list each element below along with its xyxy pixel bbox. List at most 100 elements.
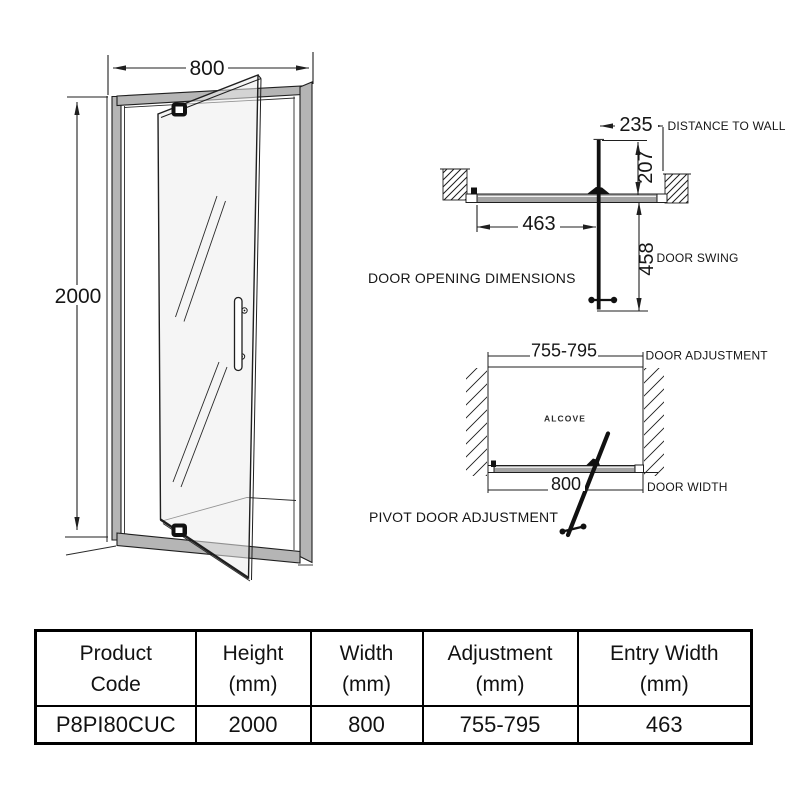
wall-top-lines (440, 168, 691, 175)
door-opening-diagram: 235 DISTANCE TO WALL 207 458 DOOR SWING (368, 114, 786, 312)
plan-track-bar (465, 187, 668, 203)
adjustment-dimension: 755-795 DOOR ADJUSTMENT (488, 341, 768, 363)
header-line1: Product (79, 641, 152, 665)
header-adjustment: Adjustment (mm) (421, 629, 579, 707)
width-extension-lines (107, 52, 314, 95)
adjustment-value: 755-795 (531, 341, 597, 361)
header-line2: (mm) (475, 672, 525, 696)
spec-table: Product Code Height (mm) Width (mm) Adju… (34, 629, 753, 745)
header-entry-width: Entry Width (mm) (576, 629, 753, 707)
alcove-outline (487, 352, 658, 493)
swinging-door-handle (562, 525, 584, 533)
distance-arrow-left (600, 123, 613, 129)
adjustment-text-mask (530, 343, 598, 357)
spec-table-header-row: Product Code Height (mm) Width (mm) Adju… (34, 629, 753, 707)
door-adjustment-label: DOOR ADJUSTMENT (646, 349, 769, 363)
elevation-height-dimension: 2000 (55, 96, 108, 538)
depth-value: 207 (635, 150, 657, 183)
entry-arrow-left (477, 224, 490, 230)
cell-adjustment: 755-795 (421, 705, 579, 745)
distance-to-wall-dimension: 235 DISTANCE TO WALL (600, 114, 786, 171)
spec-table-data-row: P8PI80CUC 2000 800 755-795 463 (34, 705, 753, 745)
swing-value: 458 (636, 242, 658, 275)
distance-text-mask (615, 116, 658, 132)
cell-entry-width: 463 (576, 705, 753, 745)
distance-to-wall-value: 235 (619, 114, 652, 136)
entry-arrow-right (583, 224, 596, 230)
header-line1: Entry Width (609, 641, 719, 665)
frame-right-jamb (299, 81, 313, 564)
header-height: Height (mm) (194, 629, 312, 707)
right-wall-hatch (664, 173, 689, 204)
track-bar (476, 193, 658, 203)
swinging-handle-knob-right (580, 523, 587, 530)
alcove-track-left-pin (491, 460, 496, 467)
door-width-value: 800 (551, 474, 581, 494)
door-opening-title: DOOR OPENING DIMENSIONS (368, 270, 576, 286)
glass-reflection-lower (172, 361, 228, 488)
track-right-cap (656, 193, 668, 203)
header-line1: Adjustment (447, 641, 553, 665)
depth-arrow-top (635, 142, 641, 155)
door-width-dimension: 800 DOOR WIDTH (488, 474, 728, 494)
left-wall-hatch (442, 168, 468, 201)
header-line1: Width (339, 641, 394, 665)
swinging-door (559, 431, 611, 538)
elevation-height-value: 2000 (55, 285, 102, 308)
top-pivot-hinge-center (175, 106, 183, 113)
entry-dimension-463: 463 (476, 205, 596, 235)
width-arrow-left (113, 65, 126, 71)
track-left-pin (471, 187, 477, 195)
pivot-adjustment-title: PIVOT DOOR ADJUSTMENT (369, 509, 558, 525)
swing-arrow-bottom (636, 298, 642, 311)
height-arrow-bottom (74, 517, 80, 530)
pivot-adjustment-diagram: ALCOVE 755-795 DOOR ADJUSTMENT (369, 341, 768, 538)
alcove-track-right-cap (634, 464, 644, 473)
elevation-width-dimension: 800 (107, 52, 314, 95)
glass-door-panel (157, 73, 262, 582)
plan-open-door (588, 138, 618, 310)
alcove-track-bar (493, 465, 636, 473)
floor-edge-line (65, 545, 117, 556)
plan-handle-knob-left (588, 296, 595, 304)
door-swing-label: DOOR SWING (657, 251, 739, 265)
glass-reflection-upper (175, 195, 226, 322)
header-line2: (mm) (228, 672, 278, 696)
swing-dim-lines (597, 202, 648, 312)
header-line2: Code (90, 672, 141, 696)
handle-knob-top-pin (243, 309, 246, 312)
alcove-track-bar (487, 458, 644, 473)
depth-arrow-bottom (635, 182, 641, 195)
cell-height: 2000 (194, 705, 312, 745)
swinging-door-line (565, 431, 611, 538)
entry-value: 463 (522, 213, 555, 235)
alcove-left-wall-hatch (466, 368, 487, 476)
header-line2: (mm) (342, 672, 391, 696)
plan-walls (440, 168, 691, 204)
swing-arrow-top (636, 202, 642, 215)
frame-left-jamb (111, 95, 122, 541)
entry-text-mask (518, 215, 560, 231)
depth-dimension-207: 207 (602, 139, 657, 195)
alcove-label: ALCOVE (544, 414, 586, 424)
cell-width: 800 (309, 705, 424, 745)
header-width: Width (mm) (309, 629, 424, 707)
plan-handle-knob-right (610, 296, 618, 304)
header-line1: Height (222, 641, 284, 665)
door-width-text-mask (548, 476, 585, 491)
alcove-right-wall-hatch (644, 368, 664, 476)
track-left-cap (465, 193, 478, 203)
door-glass (157, 73, 259, 580)
door-handle (233, 296, 248, 372)
header-line2: (mm) (639, 672, 689, 696)
swinging-handle-knob-left (559, 528, 566, 535)
header-product-code: Product Code (34, 629, 197, 707)
bottom-pivot-hinge-center (175, 527, 183, 533)
height-text-mask (56, 285, 100, 305)
spec-table-container: Product Code Height (mm) Width (mm) Adju… (34, 629, 753, 745)
door-width-label: DOOR WIDTH (647, 480, 728, 494)
width-arrow-right (296, 65, 309, 71)
handle-bar (233, 296, 243, 372)
